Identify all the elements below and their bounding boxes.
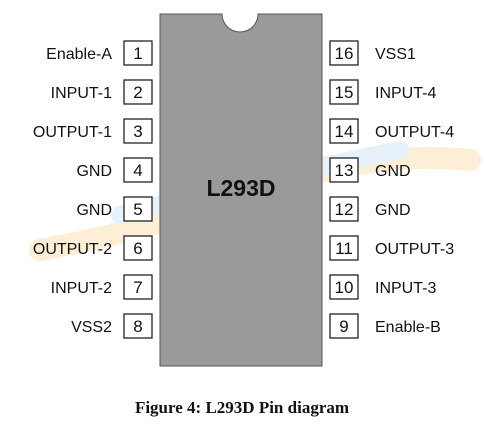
pin-number: 14 [335, 122, 354, 141]
pin-7: 7 INPUT-2 [51, 274, 153, 300]
pin-number: 5 [133, 200, 142, 219]
pin-label: GND [375, 163, 411, 180]
pin-box [123, 313, 153, 339]
pin-16: 16 VSS1 [329, 40, 416, 66]
pin-9: 9 Enable-B [329, 313, 441, 339]
figure-caption: Figure 4: L293D Pin diagram [134, 398, 350, 417]
pin-box [329, 157, 359, 183]
pin-number: 2 [133, 83, 142, 102]
pin-1: 1 Enable-A [46, 40, 153, 66]
pin-number: 7 [133, 278, 142, 297]
pin-label: GND [76, 163, 112, 180]
pin-2: 2 INPUT-1 [51, 79, 153, 105]
pin-14: 14 OUTPUT-4 [329, 118, 454, 144]
pin-label: OUTPUT-2 [33, 241, 112, 258]
pin-label: OUTPUT-4 [375, 124, 454, 141]
pin-number: 9 [339, 317, 348, 336]
pin-box [329, 79, 359, 105]
pin-label: INPUT-3 [375, 280, 436, 297]
left-pin-column: 1Enable-A2INPUT-13OUTPUT-14GND5GND6OUTPU… [33, 40, 153, 339]
pin-number: 6 [133, 239, 142, 258]
pin-box [329, 274, 359, 300]
pin-13: 13 GND [329, 157, 411, 183]
pin-box [123, 274, 153, 300]
pin-box [123, 235, 153, 261]
pin-4: 4 GND [76, 157, 153, 183]
pin-label: VSS1 [375, 46, 416, 63]
pin-3: 3 OUTPUT-1 [33, 118, 153, 144]
pin-8: 8 VSS2 [71, 313, 153, 339]
pin-number: 11 [335, 239, 353, 258]
pin-11: 11 OUTPUT-3 [329, 235, 454, 261]
pin-box [329, 196, 359, 222]
pin-box [329, 313, 359, 339]
pin-6: 6 OUTPUT-2 [33, 235, 153, 261]
pin-box [123, 79, 153, 105]
pin-box [329, 235, 359, 261]
pin-label: INPUT-4 [375, 85, 436, 102]
pin-number: 1 [133, 44, 142, 63]
pin-number: 15 [335, 83, 354, 102]
pin-label: INPUT-1 [51, 85, 112, 102]
pin-label: Enable-B [375, 319, 441, 336]
pin-box [123, 196, 153, 222]
chip-body [159, 13, 323, 367]
pin-label: VSS2 [71, 319, 112, 336]
pin-label: INPUT-2 [51, 280, 112, 297]
pin-number: 16 [335, 44, 354, 63]
pin-label: GND [76, 202, 112, 219]
pin-number: 4 [133, 161, 142, 180]
pin-box [123, 157, 153, 183]
pin-12: 12 GND [329, 196, 411, 222]
pin-number: 8 [133, 317, 142, 336]
pin-label: GND [375, 202, 411, 219]
pin-10: 10 INPUT-3 [329, 274, 436, 300]
pin-box [123, 118, 153, 144]
pin-label: Enable-A [46, 46, 112, 63]
pin-label: OUTPUT-3 [375, 241, 454, 258]
pin-15: 15 INPUT-4 [329, 79, 436, 105]
pin-number: 10 [335, 278, 354, 297]
chip-name: L293D [206, 175, 275, 201]
pin-number: 12 [335, 200, 354, 219]
pin-box [123, 40, 153, 66]
pin-5: 5 GND [76, 196, 153, 222]
pin-box [329, 118, 359, 144]
pin-number: 13 [335, 161, 354, 180]
pin-box [329, 40, 359, 66]
pin-label: OUTPUT-1 [33, 124, 112, 141]
pin-number: 3 [133, 122, 142, 141]
